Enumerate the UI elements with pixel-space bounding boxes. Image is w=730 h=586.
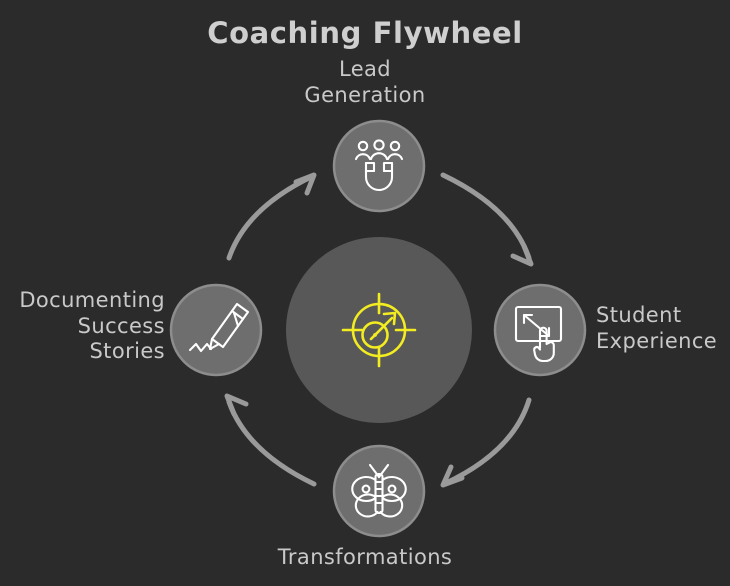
arrow-student-to-transformations: [440, 397, 532, 488]
node-label-documenting-success-stories: Documenting Success Stories: [19, 288, 165, 364]
arrow-documenting-to-lead: [226, 172, 317, 261]
node-documenting-success-stories[interactable]: [169, 283, 263, 377]
diagram-title: Coaching Flywheel: [207, 16, 523, 50]
node-lead-generation[interactable]: [332, 119, 426, 213]
screen-resize-hand-icon: [514, 305, 563, 363]
butterfly-icon: [351, 463, 407, 518]
pen-writing-icon: [188, 302, 250, 353]
node-transformations[interactable]: [332, 444, 426, 538]
node-student-experience[interactable]: [493, 283, 587, 377]
node-label-lead-generation: Lead Generation: [304, 57, 426, 107]
node-label-transformations: Transformations: [277, 545, 453, 569]
node-label-student-experience: Student Experience: [596, 303, 718, 353]
magnet-people-icon: [354, 139, 404, 192]
arrow-transformations-to-documenting: [224, 393, 317, 487]
target-arrow-icon: [341, 292, 417, 368]
arrow-lead-to-student: [440, 172, 534, 267]
